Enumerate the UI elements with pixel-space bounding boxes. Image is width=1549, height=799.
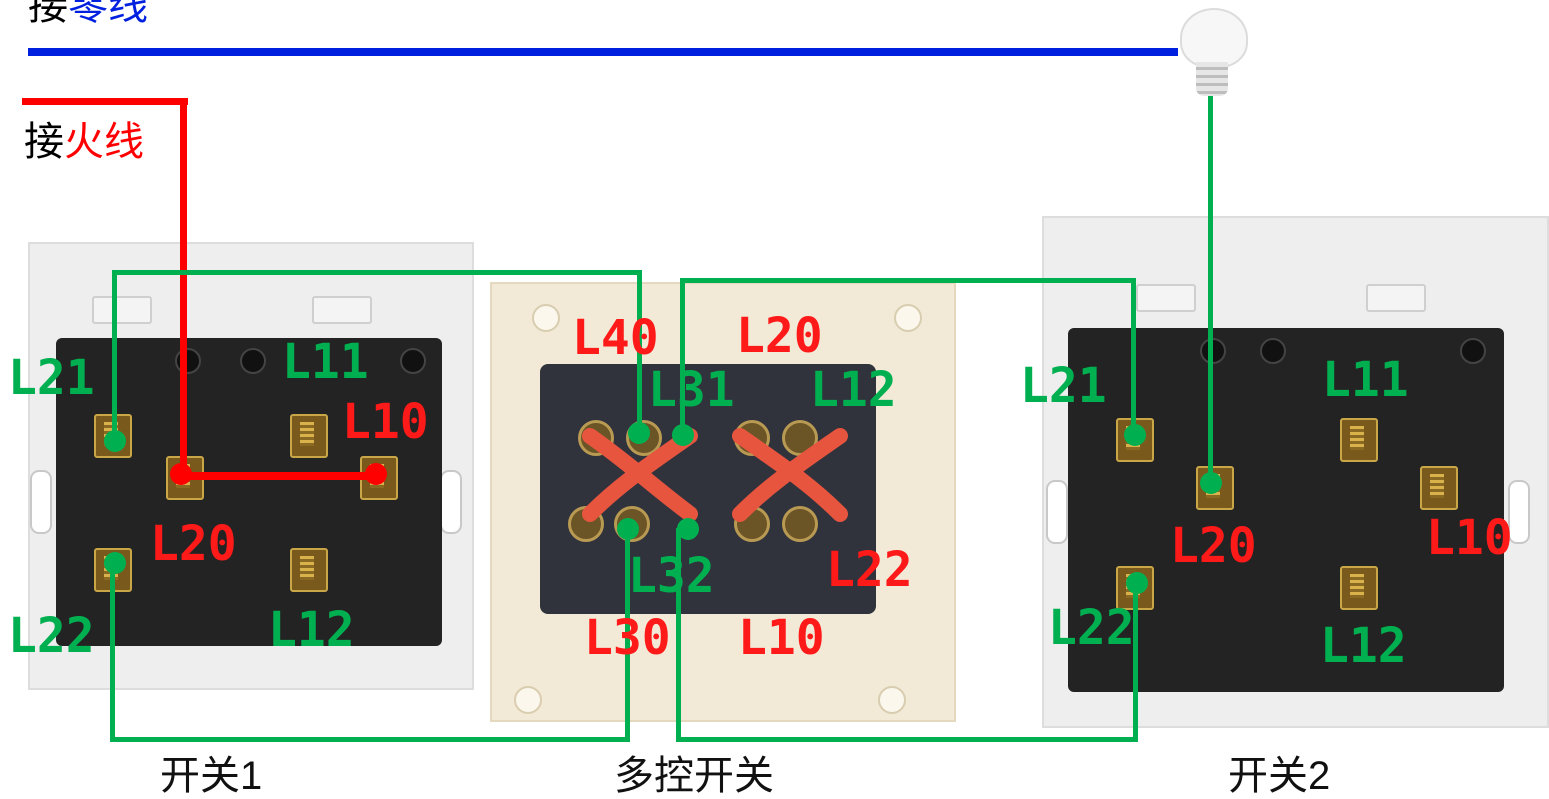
switch2-tab — [1366, 284, 1426, 312]
switch2-notch — [1046, 480, 1068, 544]
neutral-wire — [28, 48, 1178, 56]
switch2-core — [1068, 328, 1504, 692]
multi-label-l40: L40 — [572, 310, 659, 366]
switch2-terminal — [1340, 418, 1378, 462]
s1-label-l11: L11 — [282, 334, 369, 390]
multi-switch-hole — [532, 304, 560, 332]
switch1-hole — [400, 348, 426, 374]
multi-label-l12: L12 — [810, 362, 897, 418]
live-wire-bridge — [180, 472, 378, 480]
s1-label-l12: L12 — [268, 602, 355, 658]
wire-bottom-right — [676, 737, 1138, 742]
bulb-base — [1196, 62, 1228, 96]
multi-label-l10: L10 — [738, 610, 825, 666]
switch2-terminal — [1420, 466, 1458, 510]
multi-switch-hole — [878, 686, 906, 714]
switch2-tab — [1136, 284, 1196, 312]
multi-switch-hole — [894, 304, 922, 332]
switch1-tab — [312, 296, 372, 324]
terminal-dot — [617, 518, 639, 540]
switch1-tab — [92, 296, 152, 324]
wire-s2-l21 — [1131, 278, 1136, 434]
caption-multi-switch: 多控开关 — [614, 754, 774, 798]
switch1-hole — [175, 348, 201, 374]
terminal-dot — [104, 430, 126, 452]
terminal-dot — [1200, 472, 1222, 494]
wire-bottom-left — [110, 737, 630, 742]
switch1-terminal — [290, 414, 328, 458]
neutral-word: 零线 — [68, 0, 148, 28]
wire-multi-l40 — [637, 270, 642, 432]
s2-label-l11: L11 — [1322, 352, 1409, 408]
neutral-prefix: 接 — [28, 0, 68, 28]
multi-switch-screw — [782, 506, 818, 542]
terminal-dot — [677, 518, 699, 540]
multi-label-l22: L22 — [826, 542, 913, 598]
s1-label-l10: L10 — [342, 394, 429, 450]
wire-multi-l20 — [680, 278, 685, 434]
wire-s2-l22 — [1133, 580, 1138, 742]
s2-label-l22: L22 — [1048, 600, 1135, 656]
s1-label-l22: L22 — [8, 608, 95, 664]
live-terminal-dot — [365, 463, 387, 485]
wire-s1-l22 — [110, 562, 115, 742]
terminal-dot — [104, 552, 126, 574]
switch1-notch — [30, 470, 52, 534]
terminal-dot — [1124, 424, 1146, 446]
live-wire-top — [22, 98, 188, 105]
live-word: 火线 — [64, 120, 144, 164]
s1-label-l20: L20 — [150, 516, 237, 572]
multi-switch-jumpers — [582, 428, 848, 522]
switch2-hole — [1200, 338, 1226, 364]
s2-label-l20: L20 — [1170, 518, 1257, 574]
terminal-dot — [628, 422, 650, 444]
wire-multi-l10 — [676, 528, 681, 742]
s2-label-l12: L12 — [1320, 618, 1407, 674]
multi-label-l30: L30 — [584, 610, 671, 666]
s1-label-l21: L21 — [8, 350, 95, 406]
live-terminal-dot — [170, 463, 192, 485]
switch2-terminal — [1340, 566, 1378, 610]
multi-label-l32: L32 — [628, 548, 715, 604]
switch1-notch — [440, 470, 462, 534]
live-wire-down — [180, 98, 187, 476]
wire-top-right — [680, 278, 1136, 283]
s2-label-l21: L21 — [1020, 358, 1107, 414]
wire-multi-l30 — [625, 528, 630, 742]
switch2-hole — [1260, 338, 1286, 364]
switch1-hole — [240, 348, 266, 374]
neutral-wire-label: 接零线 — [28, 0, 148, 26]
multi-label-l31: L31 — [648, 362, 735, 418]
wire-bulb-to-s2 — [1208, 96, 1213, 482]
live-wire-label: 接火线 — [24, 122, 144, 162]
s2-label-l10: L10 — [1426, 510, 1513, 566]
live-prefix: 接 — [24, 120, 64, 164]
switch1-terminal — [290, 548, 328, 592]
terminal-dot — [1126, 572, 1148, 594]
multi-label-l20: L20 — [736, 308, 823, 364]
wire-top-left — [112, 270, 642, 275]
switch2-hole — [1460, 338, 1486, 364]
caption-switch2: 开关2 — [1228, 754, 1331, 798]
switch2-notch — [1508, 480, 1530, 544]
terminal-dot — [672, 424, 694, 446]
bulb-glass — [1180, 8, 1248, 68]
caption-switch1: 开关1 — [160, 754, 263, 798]
multi-switch-hole — [514, 686, 542, 714]
wire-s1-l21 — [112, 270, 117, 440]
